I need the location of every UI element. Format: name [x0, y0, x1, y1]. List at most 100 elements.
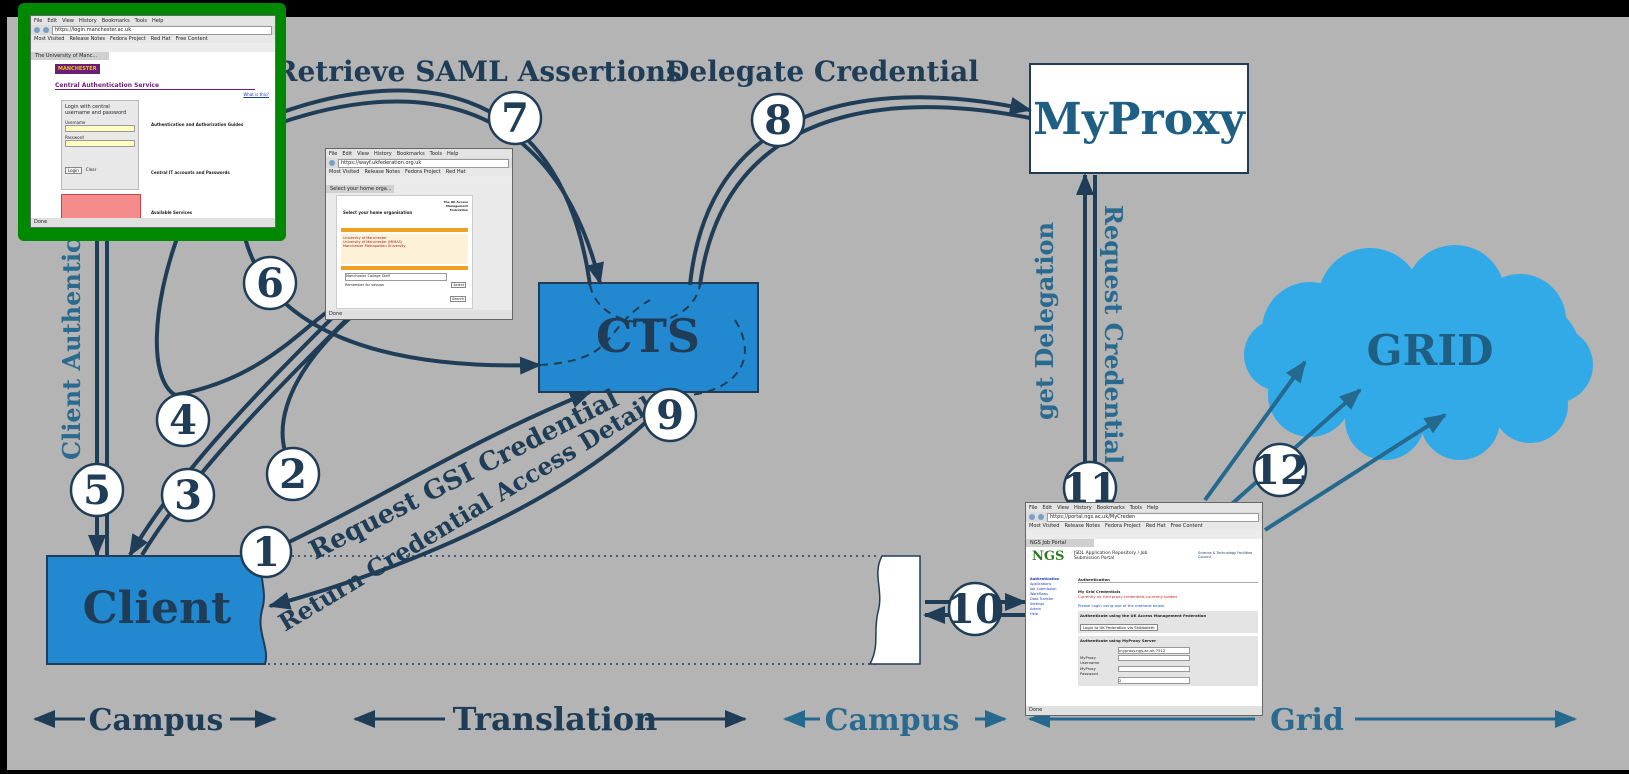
ngs-side-item[interactable]: Applications [1030, 582, 1052, 586]
bookmark-item[interactable]: Free Content [175, 36, 208, 42]
menu-view[interactable]: View [357, 150, 369, 157]
step-1: 1 [239, 525, 293, 579]
back-icon[interactable] [1029, 514, 1035, 520]
ukfed-remember[interactable]: Remember for session [345, 283, 385, 287]
menu-view[interactable]: View [1057, 504, 1069, 511]
ngs-auth-myproxy: Authenticate using MyProxy Server [1080, 638, 1156, 643]
ngs-side-item[interactable]: Help [1030, 612, 1038, 616]
ngs-auth-uk: Authenticate using the UK Access Managem… [1080, 613, 1207, 618]
password-label: Password [65, 135, 84, 140]
menu-file[interactable]: File [1029, 504, 1038, 511]
menu-help[interactable]: Help [1147, 504, 1159, 511]
ukfed-menubar: File Edit View History Bookmarks Tools H… [326, 149, 512, 158]
step-10: 10 [947, 581, 1003, 637]
ngs-lifetime-input[interactable]: 2 [1118, 677, 1190, 684]
manchester-page-title: Central Authentication Service [55, 82, 255, 90]
username-input[interactable] [65, 125, 135, 132]
manchester-section-auth: Authentication and Authorization Guides [151, 122, 244, 127]
menu-file[interactable]: File [34, 17, 43, 24]
menu-history[interactable]: History [78, 17, 97, 24]
menu-view[interactable]: View [62, 17, 74, 24]
menu-edit[interactable]: Edit [47, 17, 58, 24]
manchester-tab[interactable]: The University of Manc... [31, 52, 109, 60]
svg-text:6: 6 [256, 260, 284, 307]
back-icon[interactable] [34, 27, 40, 33]
forward-icon[interactable] [43, 27, 49, 33]
ukfed-url-field[interactable]: https://wayf.ukfederation.org.uk [338, 158, 509, 168]
ngs-side-item[interactable]: Authentication [1030, 577, 1060, 581]
password-input[interactable] [65, 140, 135, 147]
bookmark-item[interactable]: Fedora Project [1105, 523, 1141, 529]
bookmark-item[interactable]: Fedora Project [405, 169, 441, 175]
ukfed-search-button[interactable]: Search [449, 296, 466, 302]
login-heading: Login with central username and password [65, 104, 127, 116]
ngs-myproxy-password-label: MyProxy Password [1080, 666, 1098, 676]
ukfed-tab[interactable]: Select your home orga... [326, 185, 394, 193]
menu-bookmarks[interactable]: Bookmarks [101, 17, 130, 24]
manchester-bookmarks: Most Visited Release Notes Fedora Projec… [31, 35, 275, 43]
ukfed-orange-bar-1 [341, 228, 468, 232]
connector-return [268, 393, 674, 610]
bookmark-item[interactable]: Free Content [1170, 523, 1203, 529]
bookmark-item[interactable]: Most Visited [1029, 523, 1060, 529]
bookmark-item[interactable]: Most Visited [34, 36, 65, 42]
bookmark-item[interactable]: Release Notes [69, 36, 106, 42]
band-label-translation: Translation [453, 700, 658, 738]
menu-tools[interactable]: Tools [134, 17, 147, 24]
back-icon[interactable] [329, 160, 335, 166]
manchester-warning-panel [61, 194, 141, 218]
menu-tools[interactable]: Tools [429, 150, 442, 157]
manchester-navbar: https://login.manchester.ac.uk [31, 25, 275, 35]
bookmark-item[interactable]: Red Hat [150, 36, 171, 42]
ngs-side-item[interactable]: Admin [1030, 607, 1042, 611]
bookmark-item[interactable]: Most Visited [329, 169, 360, 175]
grid-label: GRID [1367, 326, 1494, 375]
ngs-side-item[interactable]: Job Submission [1030, 587, 1057, 591]
menu-history[interactable]: History [373, 150, 392, 157]
ukfed-option[interactable]: University of Manchester [343, 236, 387, 240]
menu-bookmarks[interactable]: Bookmarks [1096, 504, 1125, 511]
manchester-url-field[interactable]: https://login.manchester.ac.uk [52, 25, 272, 35]
ngs-menubar: File Edit View History Bookmarks Tools H… [1026, 503, 1262, 512]
menu-edit[interactable]: Edit [342, 150, 353, 157]
ngs-side-item[interactable]: Settings [1030, 602, 1045, 606]
ukfed-content: Select your home orga... Select your hom… [326, 185, 512, 310]
ngs-side-item[interactable]: Data Transfer [1030, 597, 1054, 601]
forward-icon[interactable] [1038, 514, 1044, 520]
menu-history[interactable]: History [1073, 504, 1092, 511]
label-retrieve-saml: Retrieve SAML Assertions [274, 55, 682, 88]
ukfed-option[interactable]: Manchester Metropolitan University [343, 244, 406, 248]
menu-tools[interactable]: Tools [1129, 504, 1142, 511]
ngs-myproxy-username-input[interactable] [1118, 655, 1190, 661]
bookmark-item[interactable]: Red Hat [445, 169, 466, 175]
menu-bookmarks[interactable]: Bookmarks [396, 150, 425, 157]
connectors [88, 88, 1097, 624]
login-button[interactable]: Login [65, 167, 82, 174]
bookmark-item[interactable]: Release Notes [1064, 523, 1101, 529]
ngs-myproxy-server-select[interactable]: myproxy.ngs.ac.uk:7512 [1118, 647, 1190, 654]
connector-3-a [128, 308, 342, 557]
clear-button[interactable]: Clear [85, 167, 97, 172]
ukfed-option[interactable]: University of Manchester (MIMAS) [343, 240, 403, 244]
ngs-login-shibboleth-button[interactable]: Login to UK Federation via Shibboleth [1080, 624, 1158, 631]
connector-8-b [698, 105, 1031, 286]
bookmark-item[interactable]: Fedora Project [110, 36, 146, 42]
manchester-section-available: Available Services [151, 210, 193, 215]
menu-file[interactable]: File [329, 150, 338, 157]
ngs-logo: NGS [1032, 549, 1065, 564]
ngs-side-item[interactable]: Workflows [1030, 592, 1048, 596]
ngs-browser: File Edit View History Bookmarks Tools H… [1025, 502, 1263, 716]
menu-help[interactable]: Help [447, 150, 459, 157]
ukfed-select-button[interactable]: Select [451, 282, 466, 288]
menu-edit[interactable]: Edit [1042, 504, 1053, 511]
ngs-status: Done [1026, 706, 1262, 715]
ngs-myproxy-password-input[interactable] [1118, 666, 1190, 672]
bookmark-item[interactable]: Release Notes [364, 169, 401, 175]
menu-help[interactable]: Help [152, 17, 164, 24]
bookmark-item[interactable]: Red Hat [1145, 523, 1166, 529]
ukfed-select[interactable]: Manchester College Staff [345, 273, 447, 281]
manchester-help-link[interactable]: What is this? [243, 92, 269, 97]
ngs-tab[interactable]: NGS Job Portal [1026, 539, 1094, 547]
step-7: 7 [487, 90, 543, 146]
ngs-url-field[interactable]: https://portal.ngs.ac.uk/MyCreden [1047, 512, 1259, 522]
